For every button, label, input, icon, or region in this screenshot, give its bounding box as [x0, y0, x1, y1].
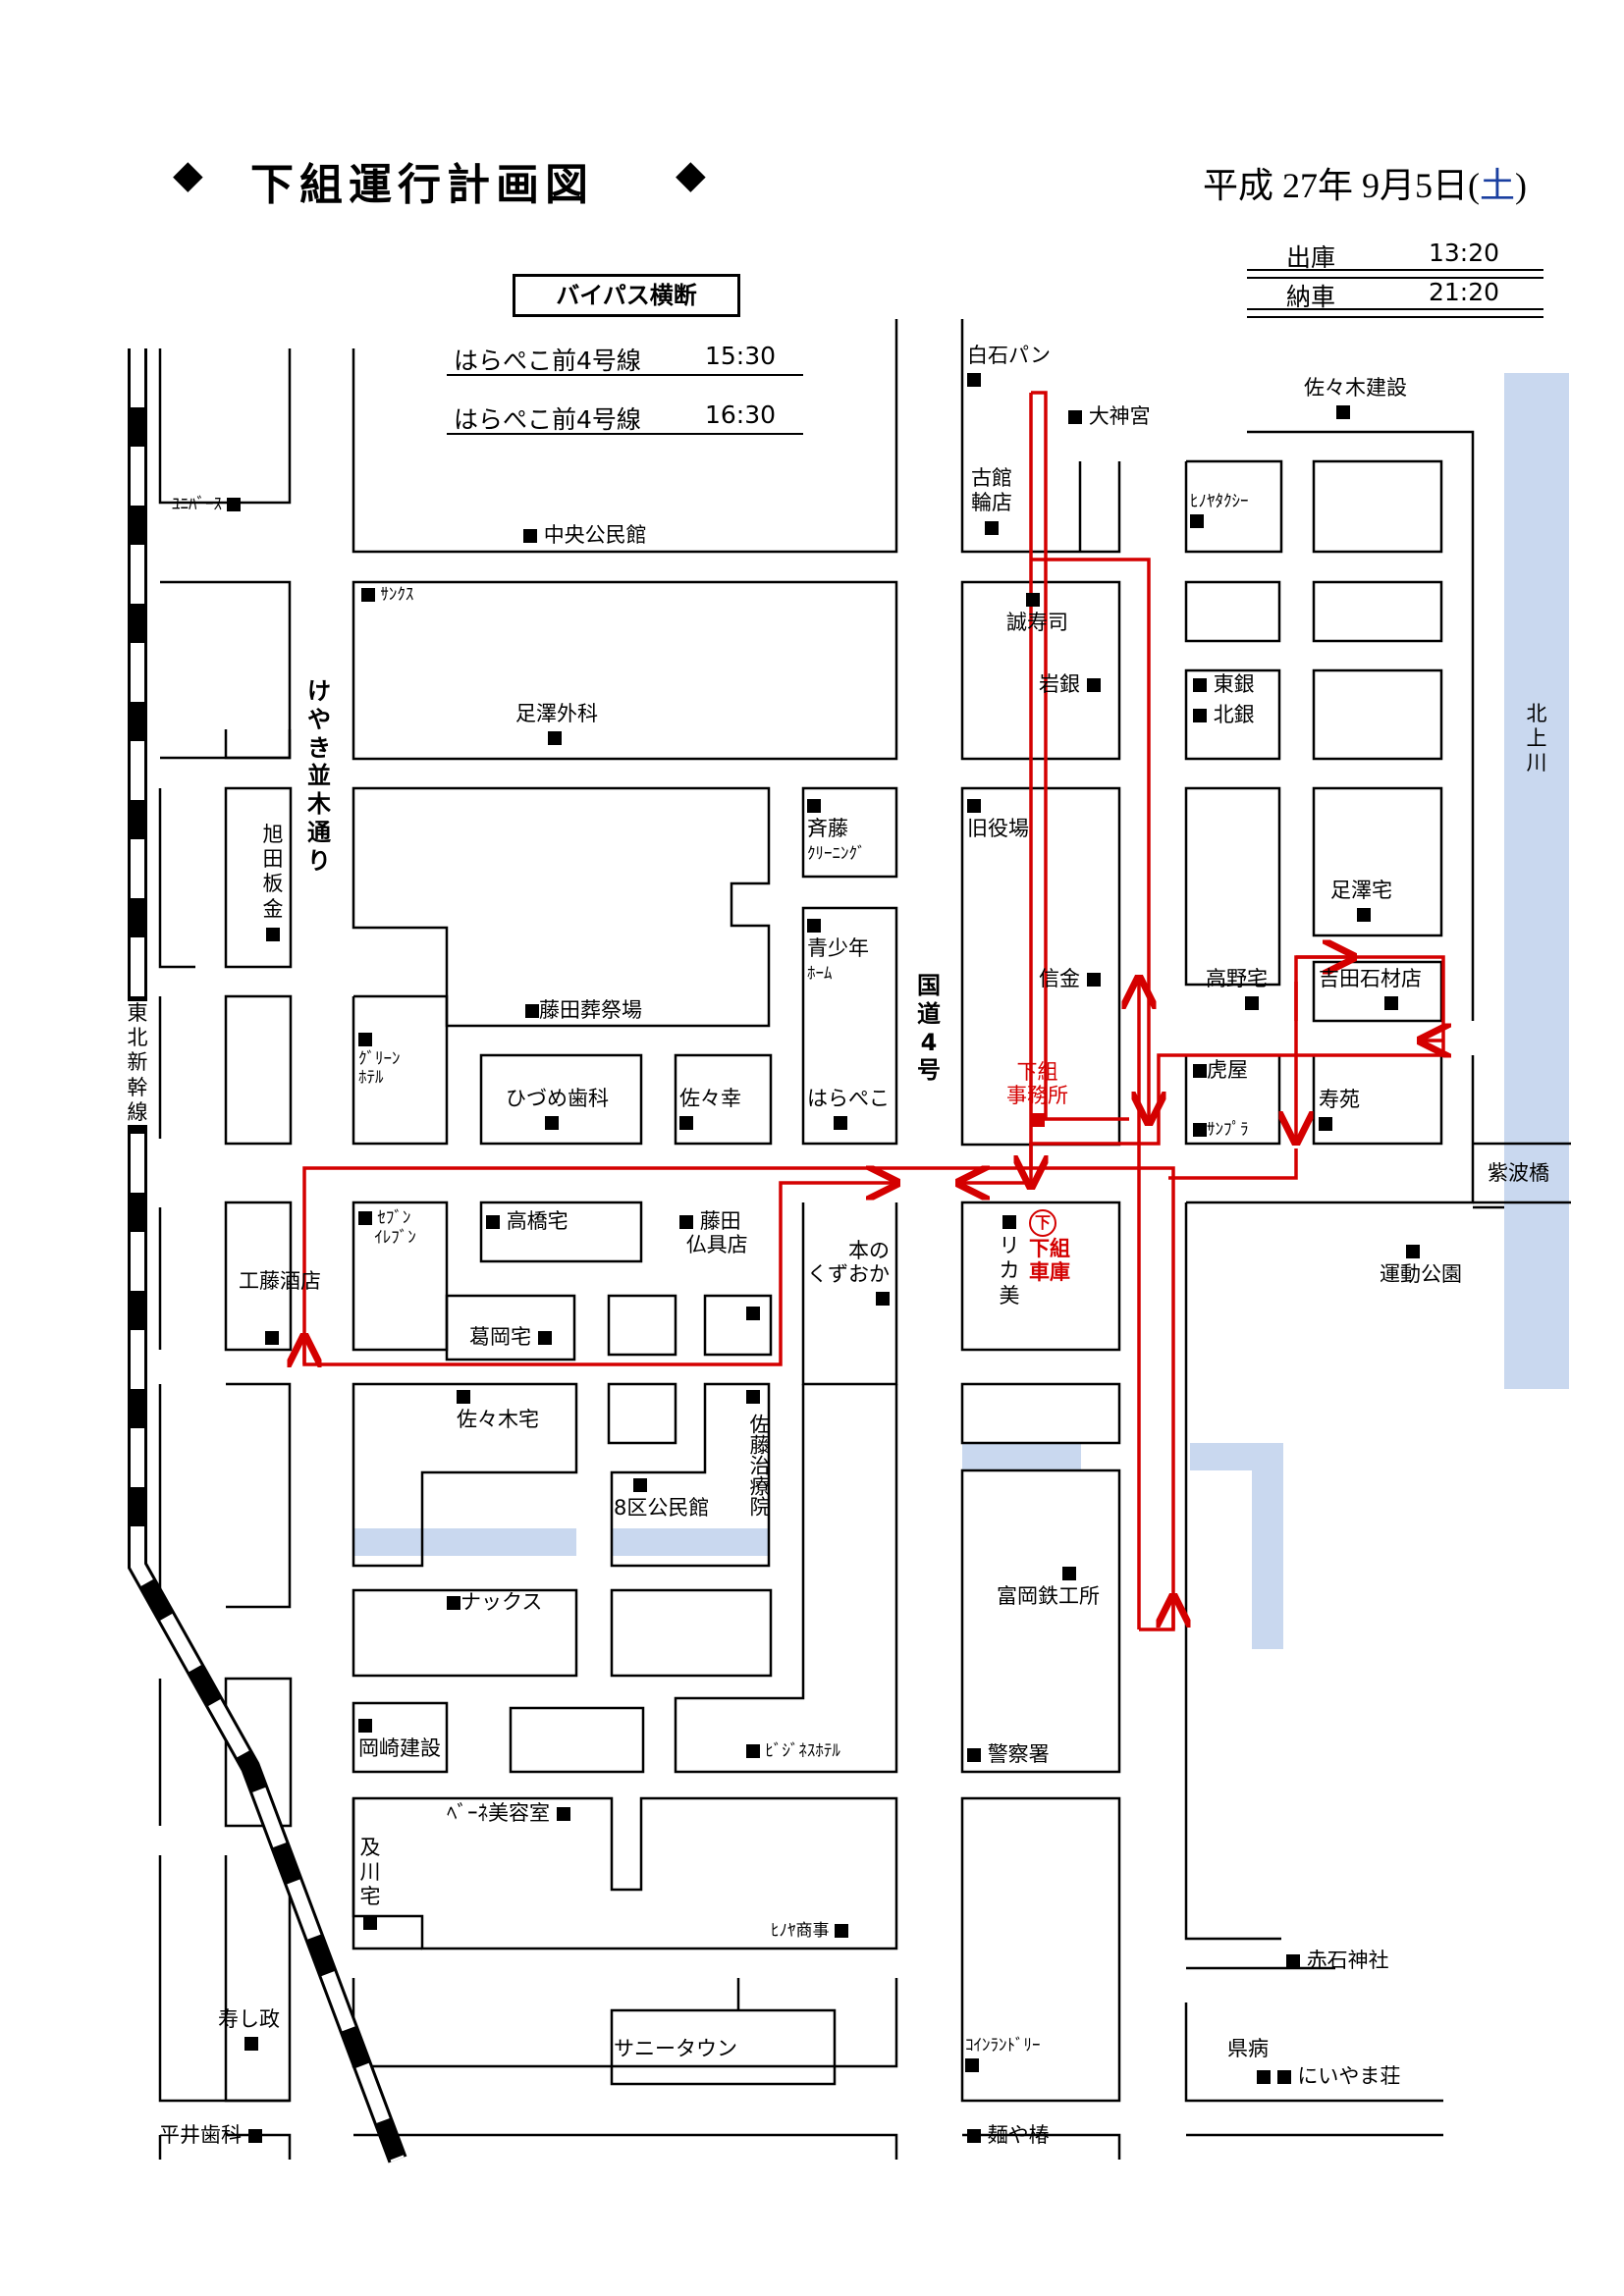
place-hinoya-shoji: ﾋﾉﾔ商事: [771, 1921, 848, 1942]
place-ashizawa-taku: 足澤宅: [1330, 879, 1392, 926]
place-sanpra: ｻﾝﾌﾟﾗ: [1193, 1120, 1249, 1141]
place-asahi-bankin: 旭田板金: [261, 823, 285, 946]
kitakami-river-label: 北上川: [1526, 702, 1547, 775]
place-seishonen-home: 青少年ﾎｰﾑ: [807, 913, 869, 985]
place-hirai-shika: 平井歯科: [159, 2123, 262, 2147]
place-nax: ナックス: [447, 1590, 542, 1614]
place-akaishi-jinja: 赤石神社: [1286, 1949, 1389, 1972]
place-toraya: 虎屋: [1193, 1058, 1248, 1082]
place-tomioka-tekko: 富岡鉄工所: [997, 1561, 1100, 1608]
date-weekday: 土: [1480, 166, 1516, 205]
place-undo-koen: 運動公園: [1380, 1239, 1462, 1286]
place-chuo-kominkan: 中央公民館: [523, 523, 647, 547]
place-daijingu: 大神宮: [1068, 404, 1151, 428]
return-time: 21:20: [1429, 278, 1500, 306]
place-kyu-yakuba: 旧役場: [967, 793, 1029, 840]
place-kudo-saketen-marker: [265, 1325, 279, 1349]
place-seijushi: 誠寿司: [1006, 587, 1068, 634]
place-shimogumi-office: 下組事務所: [1006, 1060, 1068, 1131]
depart-label: 出庫: [1286, 243, 1336, 272]
place-niiyamaso: にいやま荘: [1257, 2064, 1400, 2088]
place-iwagin: 岩銀: [1039, 672, 1101, 696]
place-okazaki-kensetsu: 岡崎建設: [358, 1713, 441, 1760]
kokudo-4-label: 国道4号: [917, 972, 941, 1085]
place-unipas: ﾕﾆﾊﾞｰｽ: [172, 495, 242, 515]
place-sasaki-kensetsu: 佐々木建設: [1304, 376, 1407, 423]
place-hizume-shika: ひづめ歯科: [506, 1087, 609, 1134]
place-kuzuoka-taku: 葛岡宅: [469, 1325, 552, 1349]
place-hachiku-kominkan: 8区公民館: [614, 1472, 709, 1520]
place-takahashi-taku: 高橋宅: [486, 1209, 568, 1233]
place-keisatsusho: 警察署: [967, 1742, 1050, 1766]
place-kotobukimasa: 寿し政: [218, 2007, 280, 2055]
place-green-hotel: ｸﾞﾘｰﾝﾎﾃﾙ: [358, 1031, 401, 1089]
place-harapeko: はらぺこ: [807, 1087, 890, 1134]
bypass-row2-place: はらぺこ前4号線: [454, 405, 641, 434]
date-suffix: ): [1515, 166, 1528, 205]
place-saito-cleaning: 斉藤ｸﾘｰﾆﾝｸﾞ: [807, 793, 866, 865]
place-sanks: ｻﾝｸｽ: [361, 585, 413, 606]
kitakami-river: [1504, 373, 1569, 1389]
place-ashizawa-geka: 足澤外科: [515, 702, 598, 749]
canal-west-2: [612, 1528, 770, 1556]
place-kudo-saketen: 工藤酒店: [239, 1269, 321, 1293]
bypass-row2-time: 16:30: [705, 400, 777, 429]
schedule-rules: [447, 269, 1543, 435]
place-togin: 東銀: [1193, 672, 1255, 696]
water-areas: [353, 373, 1569, 1649]
return-label: 納車: [1286, 283, 1336, 311]
shiwa-bridge-label: 紫波橋: [1488, 1161, 1549, 1185]
place-seven-eleven: ｾﾌﾞﾝ ｲﾚﾌﾞﾝ: [358, 1208, 416, 1248]
depart-time: 13:20: [1429, 239, 1500, 267]
bypass-row1-time: 15:30: [705, 342, 777, 370]
bypass-row1-place: はらぺこ前4号線: [454, 347, 641, 375]
place-hokugin: 北銀: [1193, 703, 1255, 726]
canal-east: [1190, 1443, 1283, 1649]
place-menya-tsubaki: 麺や椿: [967, 2123, 1050, 2147]
place-sasaki-taku: 佐々木宅: [457, 1384, 539, 1431]
place-shinkin: 信金: [1039, 967, 1101, 990]
title-diamond-left-icon: ◆: [173, 152, 203, 197]
bypass-crossing-box: バイパス横断: [513, 274, 740, 317]
place-juen: 寿苑: [1319, 1088, 1360, 1135]
place-furudate-rinten: 古館輪店: [967, 466, 1016, 541]
place-shimogumi-garage: 下下組車庫: [1029, 1209, 1070, 1284]
place-sunny-town: サニータウン: [614, 2037, 737, 2060]
place-sato-chiryoin-marker: [746, 1384, 760, 1408]
place-unnamed-marker: [746, 1301, 760, 1324]
place-rikami: リカ美: [998, 1209, 1021, 1308]
place-coin-laundry: ｺｲﾝﾗﾝﾄﾞﾘｰ: [965, 2036, 1041, 2075]
place-fujita-sosai: 藤田葬祭場: [525, 998, 642, 1022]
place-kenbyo: 県病: [1227, 2037, 1269, 2060]
place-bene-biyoshitsu: ﾍﾞｰﾈ美容室: [447, 1801, 570, 1825]
place-shiroishi-pan: 白石パン: [967, 344, 1051, 391]
place-honno-kuzuoka: 本のくずおか: [807, 1239, 890, 1309]
shinkansen-label: 東北新幹線: [126, 1001, 149, 1125]
place-oikawa-taku: 及川宅: [358, 1836, 382, 1935]
canal-mid: [962, 1443, 1081, 1470]
place-hinoya-taxi: ﾋﾉﾔﾀｸｼｰ: [1190, 492, 1249, 531]
place-takano-taku: 高野宅: [1206, 967, 1268, 1014]
railway: [128, 348, 407, 2163]
title-diamond-right-icon: ◆: [676, 152, 706, 197]
date-label: 平成 27年 9月5日(土): [1203, 157, 1527, 208]
place-business-hotel: ﾋﾞｼﾞﾈｽﾎﾃﾙ: [746, 1741, 840, 1762]
date-prefix: 平成 27年 9月5日(: [1203, 166, 1480, 205]
place-fujita-butsugu: 藤田 仏具店: [679, 1209, 748, 1256]
place-sasako: 佐々幸: [679, 1087, 741, 1134]
place-yoshida-sekizai: 吉田石材店: [1319, 967, 1422, 1014]
page-title: 下組運行計画図: [250, 160, 594, 210]
keyaki-street-label: けやき並木通り: [307, 677, 331, 875]
bridge: [1473, 1142, 1571, 1204]
place-sato-chiryoin: 佐藤治療院: [747, 1414, 771, 1517]
garage-circle-icon: 下: [1029, 1209, 1056, 1237]
route: [304, 391, 1443, 1631]
canal-west-1: [353, 1528, 576, 1556]
